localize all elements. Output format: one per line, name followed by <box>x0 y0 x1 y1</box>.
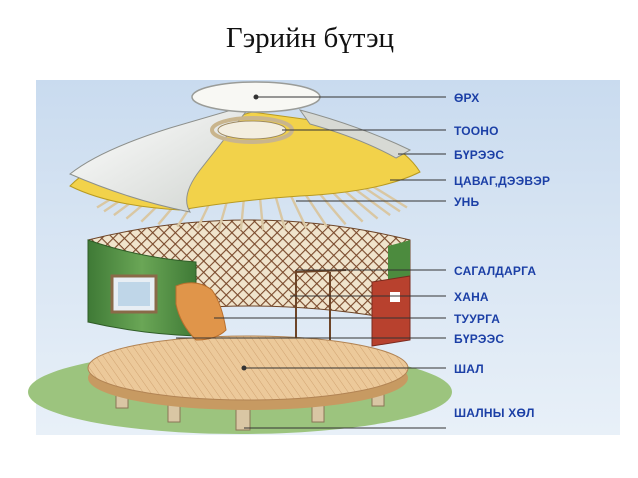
label-toono: ТООНО <box>454 124 499 138</box>
label-tsavag: ЦАВАГ,ДЭЭВЭР <box>454 174 551 188</box>
page-title: Гэрийн бүтэц <box>225 22 395 54</box>
leader-lines <box>176 94 446 429</box>
crown-toono <box>210 116 294 144</box>
label-sagaldarga: САГАЛДАРГА <box>454 264 537 278</box>
label-buurees-bottom: БҮРЭЭС <box>454 332 505 346</box>
label-orh: ӨРХ <box>454 91 480 105</box>
floor-shal <box>87 335 409 410</box>
roof-cover <box>69 103 421 213</box>
label-uni: УНЬ <box>454 195 480 209</box>
door <box>371 275 411 347</box>
label-tuurga: ТУУРГА <box>454 312 501 326</box>
wall-cover-tuurga <box>87 239 410 341</box>
label-shalny-hul: ШАЛНЫ ХӨЛ <box>454 406 535 420</box>
label-shal: ШАЛ <box>454 362 484 376</box>
label-buurees-top: БҮРЭЭС <box>454 148 505 162</box>
label-hana: ХАНА <box>454 290 489 304</box>
